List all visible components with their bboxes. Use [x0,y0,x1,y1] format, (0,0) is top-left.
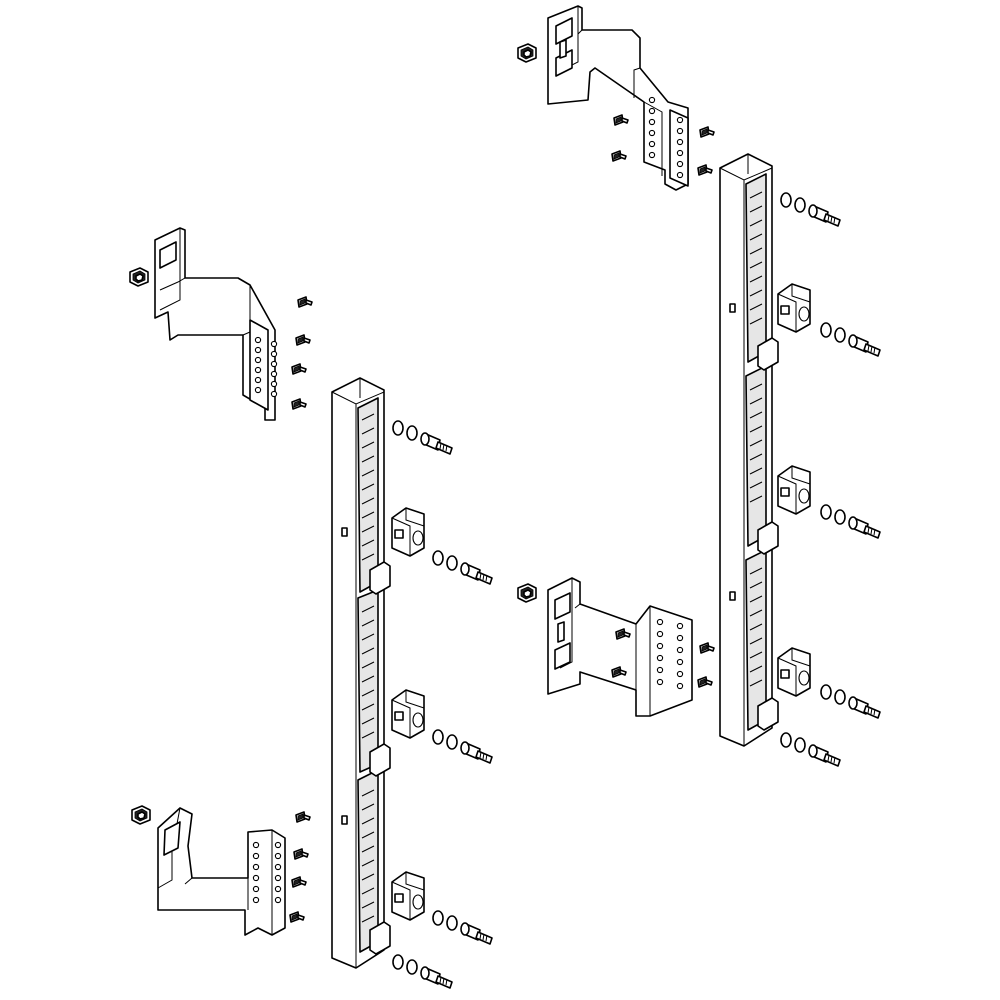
left-clamp-1 [391,507,425,557]
left-clamp-2-bolt [432,729,493,764]
left-top-screw-4 [291,398,307,410]
left-top-bracket [154,227,278,421]
right-top-screw-4 [697,164,713,176]
left-vertical-rail [331,377,391,969]
right-top-cage-nut [517,43,537,63]
right-clamp-3-bolt [820,684,881,719]
left-top-screw-3 [291,363,307,375]
left-bottom-bracket-holes [252,841,282,904]
left-rail-bottom-bolt [392,954,453,989]
right-top-screw-2 [611,150,627,162]
right-middle-cage-nut [517,583,537,603]
left-clamp-1-bolt [432,550,493,585]
right-assembly [517,5,881,767]
right-rail-top-bolt [780,192,841,227]
right-middle-bracket [547,577,693,717]
left-bottom-screw-2 [293,848,309,860]
right-clamp-2-bolt [820,504,881,539]
left-top-bracket-holes [254,336,278,398]
left-bottom-cage-nut [131,805,151,825]
right-vertical-rail [719,153,779,747]
left-top-screw-2 [295,334,311,346]
left-rail-top-bolt [392,420,453,455]
left-top-screw-1 [297,296,313,308]
right-clamp-1 [777,283,811,333]
right-rail-bottom-bolt [780,732,841,767]
left-clamp-3 [391,871,425,921]
right-clamp-1-bolt [820,322,881,357]
right-clamp-2 [777,465,811,515]
right-top-bracket-holes [648,96,684,179]
left-bottom-screw-4 [289,911,305,923]
right-clamp-3 [777,647,811,697]
left-bottom-bracket [157,807,286,936]
right-middle-screw-3 [699,642,715,654]
right-top-bracket [547,5,689,191]
left-top-cage-nut [129,267,149,287]
right-middle-bracket-holes [656,618,684,690]
left-bottom-screw-1 [295,811,311,823]
right-top-screw-1 [613,114,629,126]
left-bottom-screw-3 [291,876,307,888]
right-middle-screw-4 [697,676,713,688]
left-clamp-2 [391,689,425,739]
left-assembly [129,227,493,989]
right-top-screw-3 [699,126,715,138]
left-clamp-3-bolt [432,910,493,945]
